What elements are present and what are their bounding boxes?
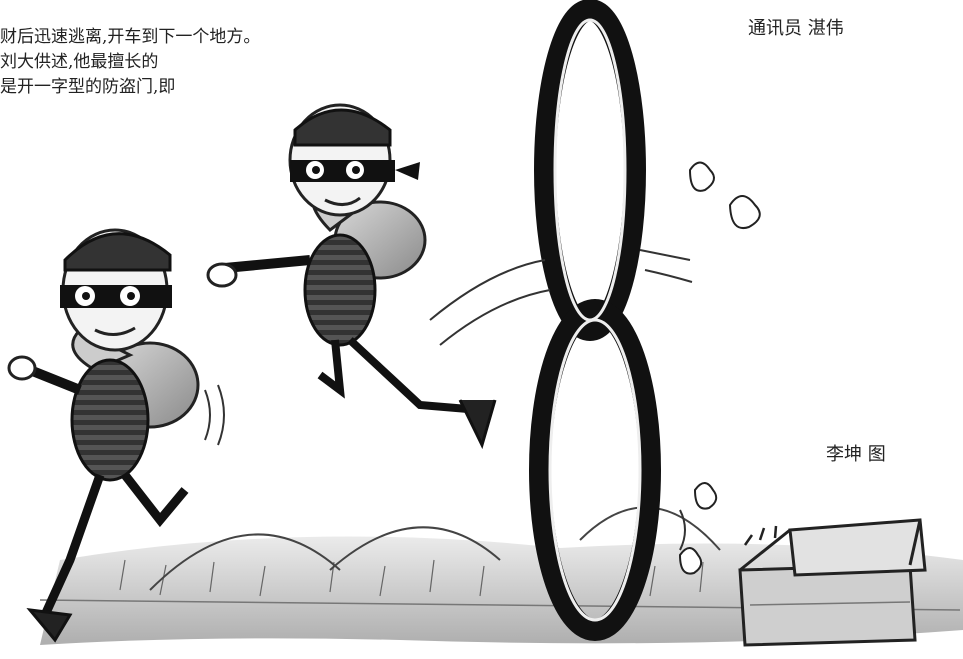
article-line: 是开一字型的防盗门,即 [0,77,176,97]
ground-strip [39,506,963,645]
illustrator-credit: 李坤 图 [826,444,886,465]
article-line: 财后迅速逃离,开车到下一个地方。 [0,27,261,47]
burglar-leaping [206,103,497,450]
article-text-fragment: 财后迅速逃离,开车到下一个地方。 刘大供述,他最擅长的 是开一字型的防盗门,即 [0,0,350,100]
big-figure-eight [529,0,661,641]
burglar-running [7,228,200,643]
reporter-credit: 通讯员 湛伟 [748,18,844,39]
dust-puffs [678,161,761,575]
motion-lines [204,249,693,551]
treasure-chest [738,518,927,647]
article-line: 刘大供述,他最擅长的 [0,52,159,72]
